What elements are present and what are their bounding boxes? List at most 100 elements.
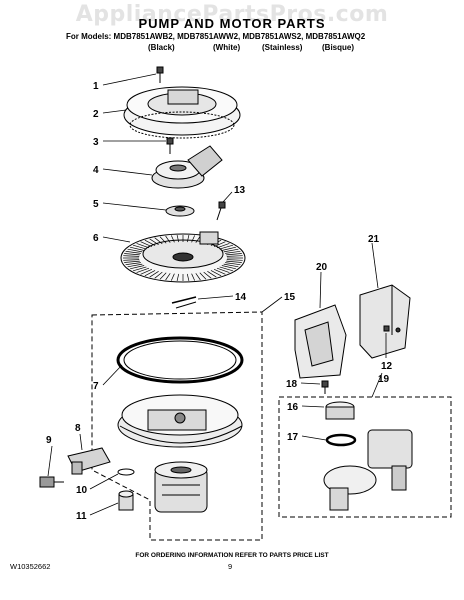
filter-fin: [226, 260, 242, 263]
part-17-oring: [325, 433, 357, 447]
filter-fin: [213, 241, 226, 248]
filter-fin: [127, 263, 143, 268]
filter-fin: [225, 262, 241, 266]
filter-fin: [159, 236, 167, 244]
callout-15: 15: [284, 292, 296, 303]
filter-fin: [216, 243, 230, 249]
filter-fin: [133, 244, 147, 250]
filter-fin: [140, 268, 153, 275]
part-9-sensor: [39, 476, 64, 488]
page-number: 9: [228, 562, 233, 571]
callout-3: 3: [93, 137, 99, 148]
filter-fin: [154, 237, 163, 245]
callout-12: 12: [381, 361, 393, 372]
filter-fin: [223, 248, 239, 253]
part-12-screw: [383, 325, 390, 332]
filter-fin: [124, 253, 140, 256]
filter-fin: [210, 270, 222, 277]
filter-fin: [176, 235, 180, 243]
callout-2: 2: [93, 109, 99, 120]
document-number: W10352662: [10, 562, 51, 571]
part-13-screw: [216, 201, 226, 221]
callout-4: 4: [93, 165, 99, 176]
part-3-screw: [166, 137, 174, 154]
filter-fin: [170, 273, 175, 281]
motor: [154, 461, 208, 513]
filter-fin: [136, 243, 150, 249]
part-14-fastener: [171, 296, 197, 309]
callout-13: 13: [234, 185, 246, 196]
callout-21: 21: [368, 234, 380, 245]
part-11-valve: [118, 490, 134, 511]
part-7-gasket: [116, 336, 244, 384]
filter-fin: [213, 268, 226, 275]
filter-fin: [219, 266, 233, 272]
finish-black: (Black): [148, 43, 175, 52]
filter-fin: [123, 255, 140, 257]
sump-base-plate: [117, 394, 243, 448]
filter-fin: [144, 239, 156, 246]
callout-numbers: 1 2 3 4 5 6 13 14 15 7 8 9 10 11 21 20 1…: [46, 81, 393, 522]
filter-fin: [165, 235, 171, 243]
callout-17: 17: [287, 432, 299, 443]
filter-fin: [191, 235, 196, 243]
filter-fin: [195, 273, 201, 281]
ordering-note: FOR ORDERING INFORMATION REFER TO PARTS …: [135, 552, 329, 559]
models-line: For Models: MDB7851AWB2, MDB7851AWW2, MD…: [66, 32, 366, 41]
part-19-assembly-outline: [278, 396, 452, 518]
part-18-screw: [321, 380, 329, 394]
filter-fin: [216, 267, 230, 273]
filter-fin: [123, 259, 140, 261]
filter-fin: [226, 253, 242, 256]
part-2-cover-ring: [123, 86, 241, 139]
filter-fin: [149, 271, 159, 278]
drain-pump: [323, 429, 413, 511]
part-16-adapter: [325, 401, 355, 420]
callout-8: 8: [75, 423, 81, 434]
filter-fin: [149, 238, 159, 245]
callout-18: 18: [286, 379, 298, 390]
filter-fin: [186, 235, 190, 243]
filter-fin: [186, 273, 190, 281]
callout-16: 16: [287, 402, 299, 413]
part-8-bracket: [67, 447, 111, 475]
filter-fin: [133, 266, 147, 272]
filter-fin: [124, 260, 140, 263]
filter-fin: [226, 259, 243, 261]
filter-fin: [125, 250, 141, 254]
filter-fin: [225, 250, 241, 254]
part-1-screw: [156, 66, 164, 83]
filter-fin: [221, 265, 236, 270]
filter-fin: [165, 273, 171, 281]
part-20-bracket: [294, 304, 347, 379]
filter-fin: [199, 272, 207, 280]
callout-11: 11: [76, 511, 87, 522]
filter-fin: [154, 271, 163, 279]
filter-fin: [223, 263, 239, 268]
callout-7: 7: [93, 381, 99, 392]
filter-fin: [191, 273, 196, 281]
part-5-impeller: [165, 205, 195, 217]
callout-6: 6: [93, 233, 99, 244]
callout-9: 9: [46, 435, 52, 446]
callout-1: 1: [93, 81, 99, 92]
finish-stainless: (Stainless): [262, 43, 303, 52]
part-6-filter-assembly: [120, 231, 246, 283]
filter-fin: [203, 271, 212, 279]
filter-fin: [144, 270, 156, 277]
filter-fin: [176, 273, 180, 281]
filter-fin: [226, 255, 243, 257]
watermark: AppliancePartsPros.com: [75, 2, 389, 27]
filter-fin: [125, 262, 141, 266]
filter-fin: [140, 241, 153, 248]
callout-10: 10: [76, 485, 88, 496]
filter-fin: [130, 265, 145, 270]
filter-fin: [159, 272, 167, 280]
finish-bisque: (Bisque): [322, 43, 354, 52]
part-21-cover: [359, 284, 411, 359]
callout-20: 20: [316, 262, 328, 273]
callout-14: 14: [235, 292, 247, 303]
filter-fin: [219, 244, 233, 250]
filter-fin: [221, 246, 236, 251]
